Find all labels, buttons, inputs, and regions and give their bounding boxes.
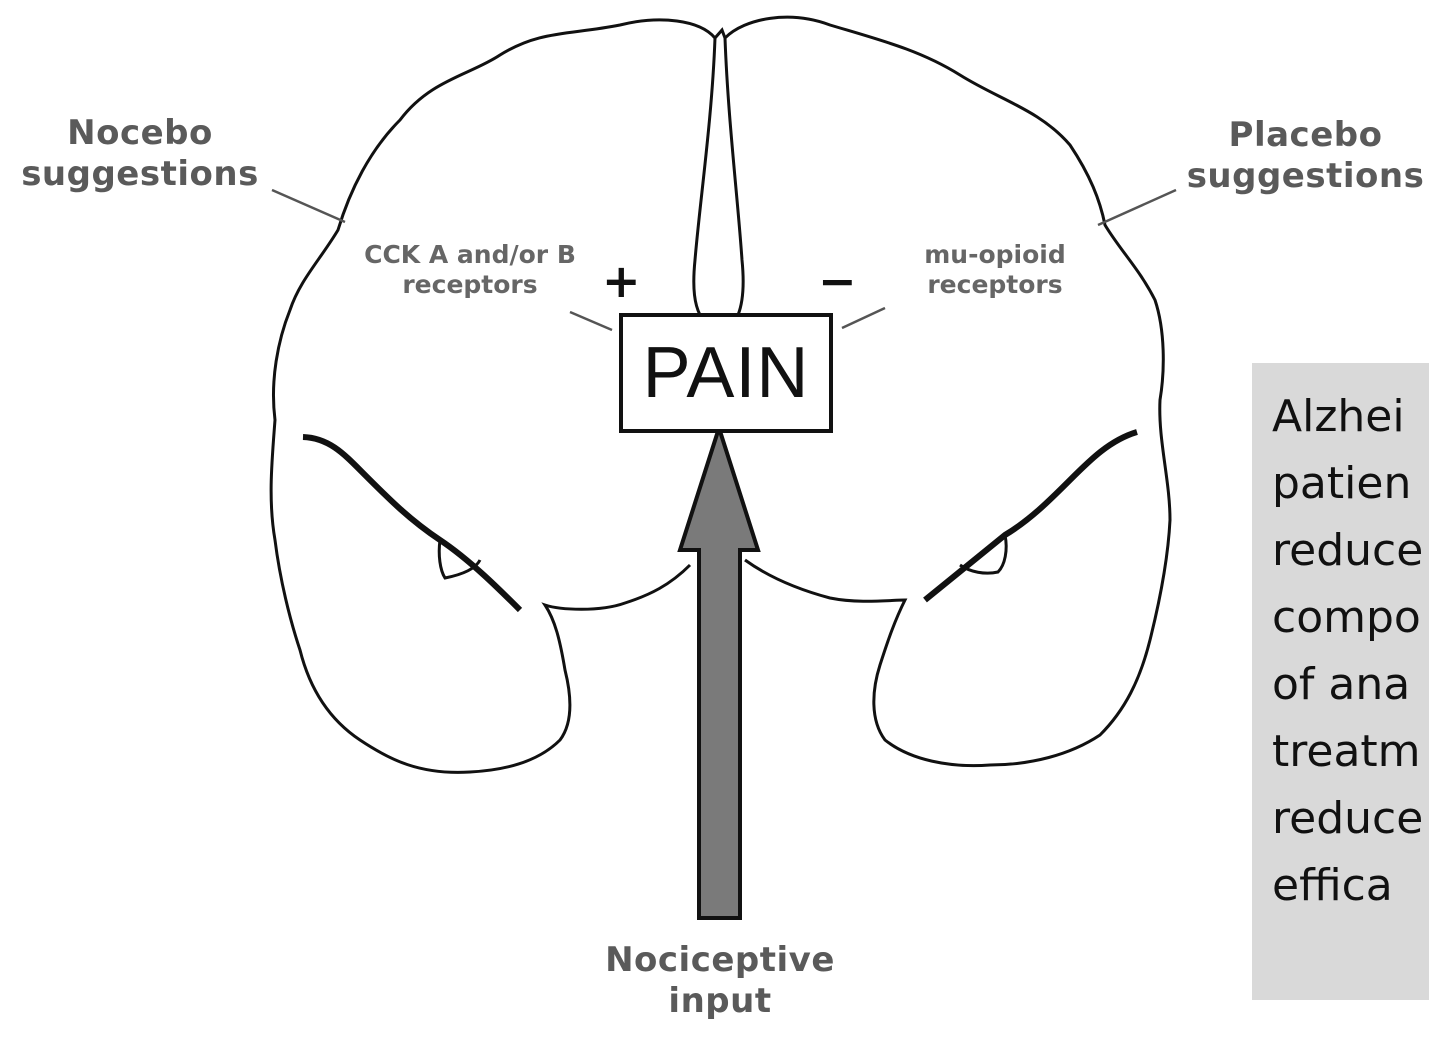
pain-label: PAIN	[643, 332, 810, 414]
left-lateral-sulcus	[303, 437, 520, 610]
opioid-receptors-label: mu-opioid receptors	[905, 240, 1085, 300]
placebo-label-line-1: Placebo	[1178, 115, 1429, 156]
nocebo-label-line-2: suggestions	[10, 154, 270, 195]
minus-sign: −	[818, 258, 857, 304]
note-line: effica	[1272, 852, 1429, 919]
note-line: Alzhei	[1272, 383, 1429, 450]
nociceptive-input-label: Nociceptive input	[590, 940, 850, 1022]
note-line: of ana	[1272, 651, 1429, 718]
note-line: compo	[1272, 584, 1429, 651]
plus-sign: +	[602, 258, 641, 304]
placebo-label: Placebo suggestions	[1178, 115, 1429, 197]
note-line: reduce	[1272, 517, 1429, 584]
placebo-label-line-2: suggestions	[1178, 156, 1429, 197]
nocebo-label: Nocebo suggestions	[10, 113, 270, 195]
note-box: Alzhei patien reduce compo of ana treatm…	[1252, 363, 1429, 1000]
cck-label-line-2: receptors	[350, 270, 590, 300]
nocebo-label-line-1: Nocebo	[10, 113, 270, 154]
nociceptive-label-line-1: Nociceptive	[590, 940, 850, 981]
cck-label-line-1: CCK A and/or B	[350, 240, 590, 270]
nocebo-pointer-line	[272, 190, 345, 222]
opioid-pointer-line	[842, 308, 885, 328]
midline-fissure	[694, 38, 715, 315]
placebo-pointer-line	[1098, 190, 1176, 225]
midline-fissure	[715, 30, 725, 38]
pain-box: PAIN	[619, 313, 833, 433]
note-line: reduce	[1272, 785, 1429, 852]
note-line: treatm	[1272, 718, 1429, 785]
midline-fissure	[725, 38, 743, 315]
nociceptive-arrow	[680, 428, 758, 918]
nociceptive-label-line-2: input	[590, 981, 850, 1022]
opioid-label-line-1: mu-opioid	[905, 240, 1085, 270]
cck-receptors-label: CCK A and/or B receptors	[350, 240, 590, 300]
note-line: patien	[1272, 450, 1429, 517]
opioid-label-line-2: receptors	[905, 270, 1085, 300]
cck-pointer-line	[570, 312, 612, 330]
right-lateral-sulcus	[925, 432, 1137, 600]
